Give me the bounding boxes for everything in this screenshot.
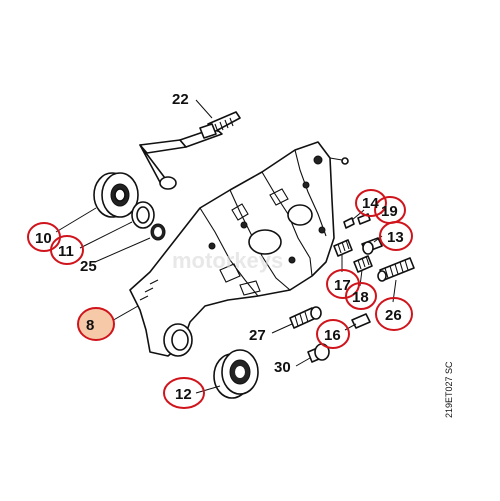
- callout-13: 13: [387, 229, 404, 246]
- watermark: motorkeys: [172, 248, 283, 273]
- callout-16: 16: [324, 327, 341, 344]
- part-18-stud: [353, 255, 373, 273]
- callout-25: 25: [80, 258, 97, 275]
- callout-19: 19: [381, 203, 398, 220]
- callout-ring-18: [345, 282, 377, 310]
- callout-ring-16: [316, 319, 350, 349]
- part-12-grommet: [213, 349, 259, 399]
- callout-27: 27: [249, 327, 266, 344]
- callout-10: 10: [35, 230, 52, 247]
- callout-ring-26: [375, 297, 413, 331]
- callout-18: 18: [352, 289, 369, 306]
- callout-ring-11: [50, 235, 84, 265]
- part-11-ring: [131, 201, 155, 229]
- callout-11: 11: [58, 243, 74, 260]
- part-27-screw: [289, 306, 322, 329]
- part-26-stud: [377, 257, 415, 282]
- callout-14: 14: [362, 195, 379, 212]
- callout-ring-13: [379, 221, 413, 251]
- callout-ring-14: [355, 189, 387, 217]
- callout-12: 12: [175, 386, 192, 403]
- callout-22: 22: [172, 91, 189, 108]
- part-16-screw: [351, 313, 371, 329]
- leader-lines: [55, 99, 397, 394]
- callout-8: 8: [86, 317, 94, 334]
- callout-rings: [27, 189, 413, 409]
- callout-30: 30: [274, 359, 291, 376]
- part-25-oring: [150, 223, 166, 241]
- part-17-stud: [333, 239, 353, 257]
- callout-ring-12: [163, 377, 205, 409]
- part-13-screw: [361, 237, 383, 255]
- drawing-code: 219ET027 SC: [444, 361, 454, 418]
- callout-labels: 22 10 11 25 8 14 19 13 17 18 26 27 16 30…: [35, 91, 404, 403]
- part-10-bearing: [93, 172, 139, 218]
- callout-ring-8: [77, 307, 115, 341]
- part-22-tensioner: [139, 111, 241, 190]
- part-8-crankcase: [129, 141, 349, 357]
- part-30-plug: [307, 343, 330, 363]
- callout-17: 17: [334, 277, 351, 294]
- callout-26: 26: [385, 307, 402, 324]
